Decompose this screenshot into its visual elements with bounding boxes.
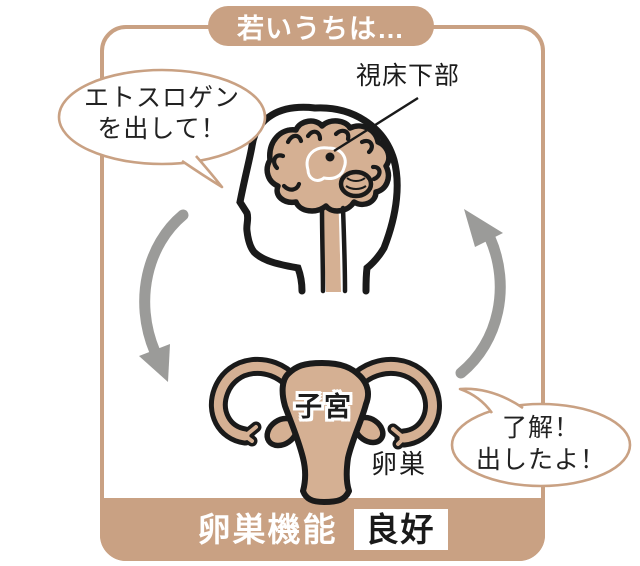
speech-bubble-left-tail (181, 155, 224, 189)
speech-bubble-left-line2: を出して！ (97, 115, 227, 143)
uterus-label: 子宮 (295, 392, 353, 422)
up-cycle-arrow-icon (455, 209, 506, 379)
speech-bubble-left-text: エトスロゲン を出して！ (62, 83, 262, 145)
hypothalamus-label: 視床下部 (356, 62, 461, 90)
hypothalamus-dot (325, 152, 335, 162)
speech-bubble-right-text: 了解！ 出したよ！ (451, 412, 631, 476)
speech-bubble-left (57, 68, 267, 189)
speech-bubble-right-tail (458, 387, 524, 414)
head-brain-illustration (236, 96, 419, 295)
ovarian-function-label: 卵巣機能 (197, 511, 338, 548)
uterus-body (279, 360, 371, 505)
hypothalamus-pointer-line (333, 96, 419, 153)
bottom-banner: 卵巣機能 良好 (100, 498, 545, 561)
speech-bubble-right-line2: 出したよ！ (475, 446, 606, 474)
speech-bubble-right (450, 387, 632, 488)
speech-bubble-left-line1: エトスロゲン (83, 84, 240, 112)
title-text: 若いうちは… (237, 13, 405, 44)
speech-bubble-right-line1: 了解！ (501, 414, 580, 442)
status-badge: 良好 (353, 508, 448, 551)
uterus-illustration (208, 356, 442, 505)
ovary-label: 卵巣 (371, 449, 428, 479)
down-cycle-arrow-icon (139, 209, 189, 382)
title-banner: 若いうちは… (208, 6, 434, 46)
